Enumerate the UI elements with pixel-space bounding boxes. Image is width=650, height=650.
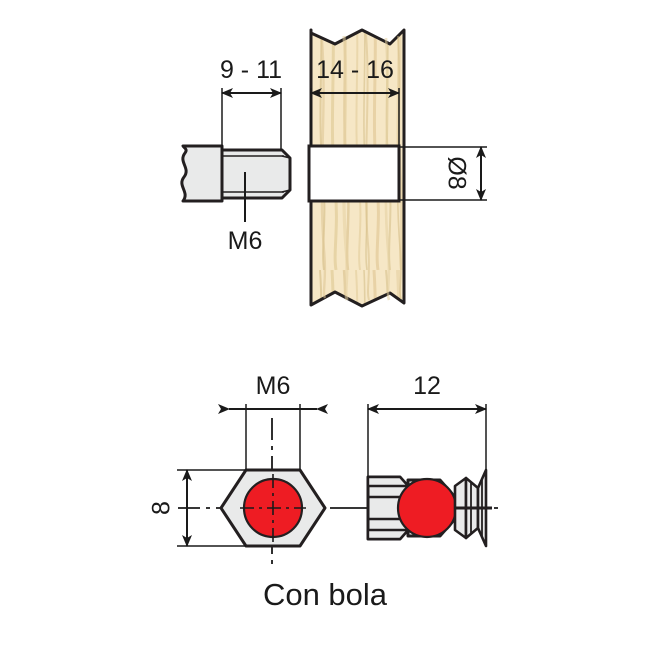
top-assembly-view: 9 - 11 14 - 16 M6 Ø8	[180, 28, 487, 308]
dimension-label-14-16: 14 - 16	[316, 56, 394, 84]
drilled-hole	[307, 144, 401, 203]
red-ball-side	[396, 477, 458, 539]
dimension-label-diameter-8: Ø8	[442, 156, 470, 189]
wood-grain-lines	[320, 33, 402, 301]
bottom-assembly-view: M6 8	[148, 372, 500, 612]
dimension-diameter-8: Ø8	[399, 146, 487, 201]
nut-side-view: 12	[352, 372, 500, 548]
wood-panel	[307, 28, 406, 308]
dimension-label-12: 12	[413, 372, 441, 400]
dimension-label-9-11: 9 - 11	[220, 56, 282, 84]
bolt-thread	[220, 148, 292, 200]
dimension-8: 8	[148, 469, 246, 547]
hex-band-bottom	[366, 528, 410, 541]
callout-m6-top: M6	[228, 172, 263, 255]
chamfer-top	[281, 155, 291, 159]
nut-front-view: M6 8	[148, 372, 352, 566]
dimension-9-11: 9 - 11	[220, 56, 282, 150]
figure-caption: Con bola	[263, 577, 388, 612]
hex-band-top	[366, 475, 410, 488]
dimension-12: 12	[367, 372, 487, 477]
dimension-m6-bottom: M6	[218, 372, 328, 470]
chamfer-bottom	[281, 189, 291, 193]
dimension-14-16: 14 - 16	[310, 56, 400, 146]
dimension-label-m6: M6	[256, 372, 291, 400]
dimension-label-8: 8	[148, 501, 176, 515]
bolt-assembly	[180, 144, 292, 203]
callout-label-m6: M6	[228, 227, 263, 255]
bolt-body	[180, 144, 224, 203]
